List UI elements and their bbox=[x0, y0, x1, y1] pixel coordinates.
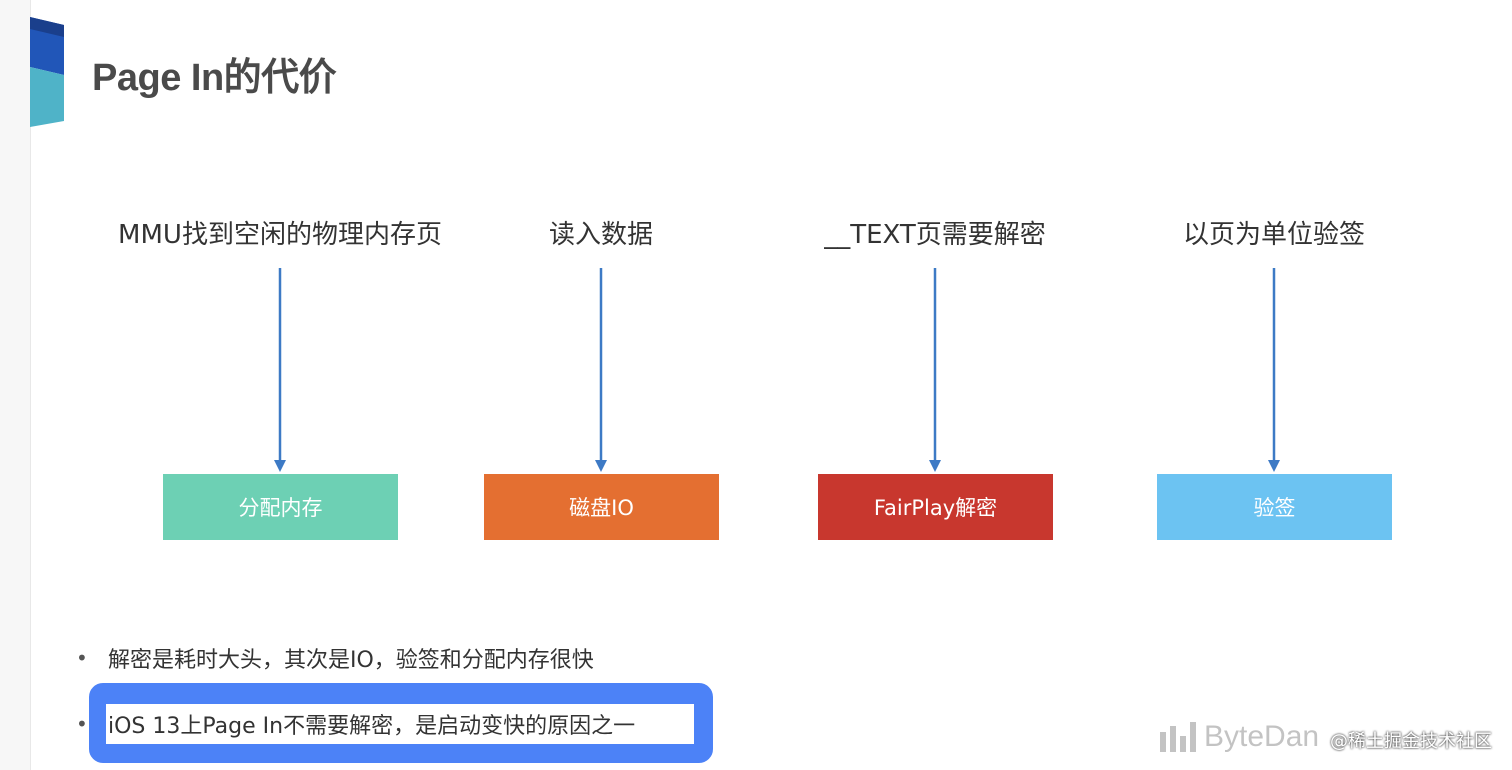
flow-step-disk-io: 读入数据 磁盘IO bbox=[421, 210, 781, 550]
step-box-signature-verify: 验签 bbox=[1157, 474, 1392, 540]
slide-margin-divider bbox=[30, 0, 31, 770]
step-label: 以页为单位验签 bbox=[1182, 220, 1365, 250]
site-watermark: @稀土掘金技术社区 bbox=[1330, 731, 1492, 752]
bullet-text-highlighted: iOS 13上Page In不需要解密，是启动变快的原因之一 bbox=[108, 714, 636, 739]
flow-step-allocate-memory: MMU找到空闲的物理内存页 分配内存 bbox=[100, 210, 460, 550]
bar-logo-icon bbox=[1160, 722, 1196, 752]
arrow-down-icon bbox=[595, 268, 607, 472]
step-box-allocate-memory: 分配内存 bbox=[163, 474, 398, 540]
arrow-down-icon bbox=[274, 268, 286, 472]
bullet-list: • 解密是耗时大头，其次是IO，验签和分配内存很快 • iOS 13上Page … bbox=[70, 636, 635, 746]
list-item: • 解密是耗时大头，其次是IO，验签和分配内存很快 bbox=[70, 636, 635, 680]
watermark-brand-text: ByteDan bbox=[1204, 720, 1320, 753]
flow-step-signature-verify: 以页为单位验签 验签 bbox=[1094, 210, 1454, 550]
step-label: MMU找到空闲的物理内存页 bbox=[118, 220, 442, 250]
bullet-icon: • bbox=[76, 712, 88, 736]
step-box-fairplay-decrypt: FairPlay解密 bbox=[818, 474, 1053, 540]
brand-ribbon-logo bbox=[30, 17, 64, 127]
bullet-text: 解密是耗时大头，其次是IO，验签和分配内存很快 bbox=[108, 648, 594, 673]
step-label: 读入数据 bbox=[548, 220, 653, 250]
arrow-down-icon bbox=[1268, 268, 1280, 472]
list-item: • iOS 13上Page In不需要解密，是启动变快的原因之一 bbox=[70, 702, 635, 746]
step-box-disk-io: 磁盘IO bbox=[484, 474, 719, 540]
arrow-down-icon bbox=[929, 268, 941, 472]
bytedance-watermark: ByteDan bbox=[1160, 720, 1319, 754]
bullet-icon: • bbox=[76, 646, 88, 670]
page-title: Page In的代价 bbox=[92, 57, 337, 99]
highlight-annotation-fill bbox=[106, 704, 694, 744]
slide-left-margin bbox=[0, 0, 30, 770]
step-label: __TEXT页需要解密 bbox=[824, 220, 1046, 250]
flow-step-fairplay-decrypt: __TEXT页需要解密 FairPlay解密 bbox=[755, 210, 1115, 550]
